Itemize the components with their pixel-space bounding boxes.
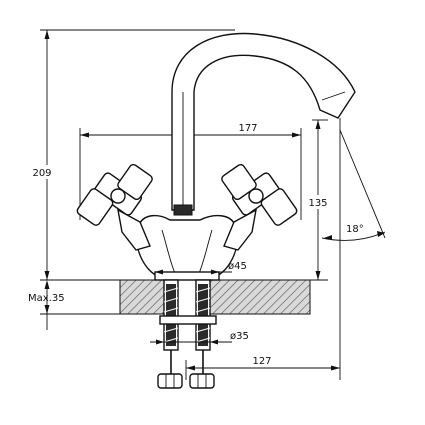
label-hole-diameter: ø35 [230,331,249,342]
hose-nut-left [157,373,183,389]
label-base-diameter: ø45 [228,261,247,272]
hose-nut-right [189,373,215,389]
label-spout-height: 135 [308,198,327,209]
dimension-height: 209 [30,29,235,281]
label-spout-angle: 18° [346,224,364,235]
thread-left [163,284,179,346]
counter-top-section [119,279,311,315]
left-cross-handle [76,163,153,251]
label-height: 209 [32,168,51,179]
dimension-base-diameter: ø45 [155,261,247,275]
mounting-plate [159,315,217,325]
dimension-max-thickness: Max.35 [28,280,120,330]
thread-right [195,284,211,346]
label-handle-span: 177 [238,123,257,134]
faucet-body [135,214,239,281]
label-max-thickness: Max.35 [28,293,65,304]
dimension-spout-angle: 18° [321,118,386,380]
supply-pipes [157,279,217,389]
dimension-hole-diameter: ø35 [150,331,249,345]
label-spout-reach: 127 [252,356,271,367]
dimension-spout-reach: 127 [185,356,340,380]
faucet-spout [171,32,356,216]
right-cross-handle [221,163,298,251]
spout-collar [173,204,193,216]
